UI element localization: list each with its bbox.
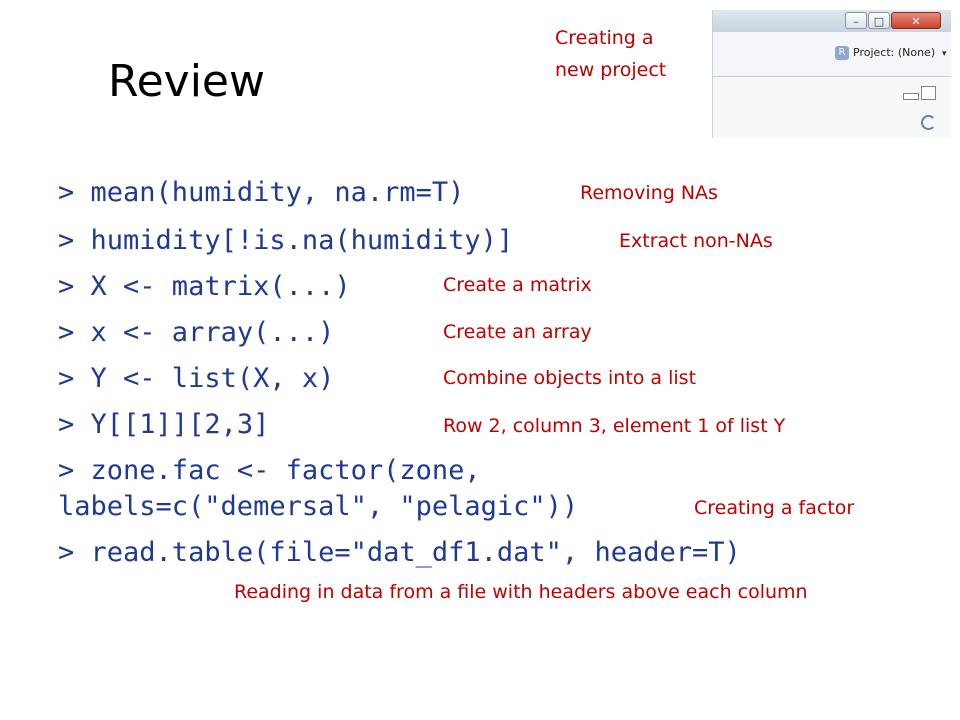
slide-title: Review <box>108 56 265 107</box>
code-text: read.table(file="dat_df1.dat", header=T) <box>90 537 741 568</box>
code-text: X <- matrix(...) <box>90 271 351 302</box>
pane-minimize-icon[interactable] <box>903 93 919 100</box>
code-line-5: > Y <- list(X, x) <box>58 363 335 394</box>
pane-maximize-icon[interactable] <box>921 86 936 100</box>
project-icon: R <box>835 46 849 60</box>
rstudio-pane <box>713 77 951 138</box>
code-line-6: > Y[[1]][2,3] <box>58 409 270 440</box>
code-line-7-continuation: labels=c("demersal", "pelagic")) <box>58 490 578 524</box>
code-text: x <- array(...) <box>90 317 335 348</box>
note-line-4: Create an array <box>443 321 592 343</box>
code-line-3: > X <- matrix(...) <box>58 271 351 302</box>
window-titlebar: – □ ✕ <box>713 10 951 32</box>
code-line-2: > humidity[!is.na(humidity)] <box>58 225 514 256</box>
code-text: Y[[1]][2,3] <box>90 409 270 440</box>
chevron-down-icon[interactable]: ▾ <box>942 48 947 58</box>
code-text: labels=c("demersal", "pelagic")) <box>58 491 579 522</box>
code-line-1: > mean(humidity, na.rm=T) <box>58 177 465 208</box>
note-line-1: Removing NAs <box>580 182 718 204</box>
close-button[interactable]: ✕ <box>891 12 941 29</box>
note-line-5: Combine objects into a list <box>443 367 697 389</box>
refresh-icon[interactable] <box>921 115 936 130</box>
code-line-7: > zone.fac <- factor(zone, <box>58 455 481 486</box>
maximize-button[interactable]: □ <box>868 12 890 29</box>
code-text: mean(humidity, na.rm=T) <box>90 177 465 208</box>
rstudio-toolbar: R Project: (None) ▾ <box>713 32 951 77</box>
project-menu[interactable]: Project: (None) <box>853 46 936 59</box>
rstudio-window-snippet: – □ ✕ R Project: (None) ▾ <box>712 10 951 138</box>
code-line-8: > read.table(file="dat_df1.dat", header=… <box>58 537 741 568</box>
note-new-project: Creating a new project <box>555 27 667 81</box>
code-text: humidity[!is.na(humidity)] <box>90 225 514 256</box>
note-line-8: Reading in data from a file with headers… <box>234 581 808 603</box>
code-text: zone.fac <- factor(zone, <box>90 455 481 486</box>
code-line-4: > x <- array(...) <box>58 317 335 348</box>
note-line-3: Create a matrix <box>443 274 592 296</box>
note-line-6: Row 2, column 3, element 1 of list Y <box>443 415 786 437</box>
minimize-button[interactable]: – <box>845 12 867 29</box>
code-text: Y <- list(X, x) <box>90 363 335 394</box>
note-line-7: Creating a factor <box>694 497 855 519</box>
note-line-2: Extract non-NAs <box>619 230 773 252</box>
